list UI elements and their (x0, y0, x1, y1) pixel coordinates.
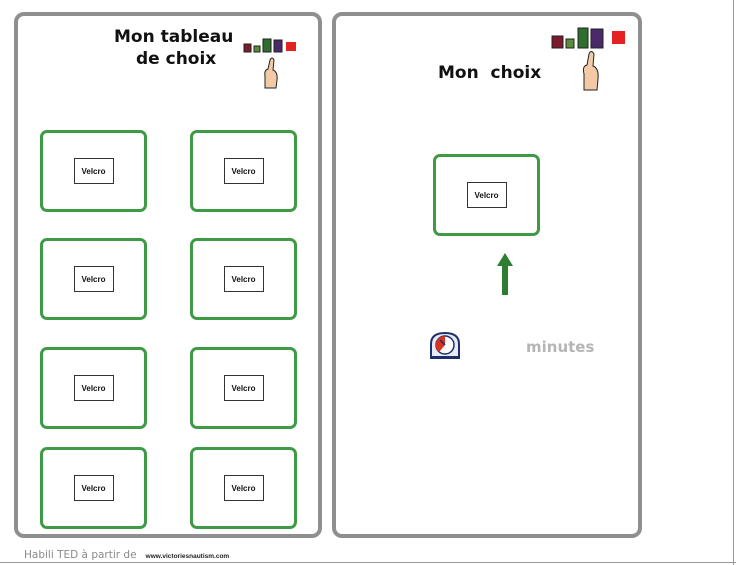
choice-card-5[interactable]: Velcro (40, 347, 147, 429)
velcro-slot: Velcro (223, 158, 264, 184)
velcro-slot: Velcro (73, 158, 114, 184)
velcro-slot: Velcro (223, 375, 264, 401)
footer-credit: Habili TED à partir de www.victoriesnaut… (24, 543, 229, 562)
footer-text: Habili TED à partir de (24, 549, 137, 561)
velcro-slot: Velcro (73, 375, 114, 401)
my-choice-panel: Mon choix Velcro minutes (332, 12, 642, 538)
velcro-slot: Velcro (466, 182, 507, 208)
footer-link[interactable]: www.victoriesnautism.com (145, 553, 230, 560)
velcro-slot: Velcro (73, 475, 114, 501)
choice-card-4[interactable]: Velcro (190, 238, 297, 320)
schedule-choice-icon (551, 27, 625, 91)
choice-card-8[interactable]: Velcro (190, 447, 297, 529)
choice-card-7[interactable]: Velcro (40, 447, 147, 529)
choice-board-title-line1: Mon tableau (114, 27, 234, 47)
velcro-slot: Velcro (73, 266, 114, 292)
choice-board-title-line2: de choix (136, 49, 217, 69)
page-edge-bottom (0, 562, 736, 563)
choice-card-2[interactable]: Velcro (190, 130, 297, 212)
schedule-choice-icon (243, 38, 296, 89)
choice-card-6[interactable]: Velcro (190, 347, 297, 429)
page-edge-right (733, 0, 734, 565)
arrow-up-icon (497, 253, 513, 295)
choice-card-3[interactable]: Velcro (40, 238, 147, 320)
velcro-slot: Velcro (223, 266, 264, 292)
velcro-slot: Velcro (223, 475, 264, 501)
timer-minutes-label: minutes (526, 338, 595, 356)
selected-choice-card[interactable]: Velcro (433, 154, 540, 236)
timer-icon (430, 331, 460, 359)
choice-board-panel: Mon tableau de choix Velcro Velcro Velcr… (14, 12, 322, 538)
my-choice-title: Mon choix (438, 63, 542, 83)
choice-card-1[interactable]: Velcro (40, 130, 147, 212)
